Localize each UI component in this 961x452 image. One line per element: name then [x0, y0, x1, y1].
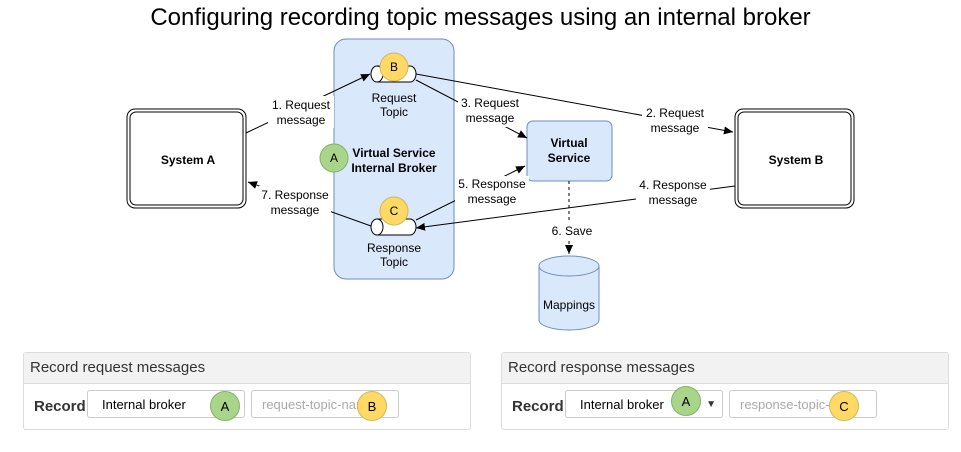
svg-text:message: message	[651, 121, 700, 135]
record-response-panel: Record response messages Record Internal…	[501, 352, 949, 430]
svg-text:message: message	[468, 192, 517, 206]
virtual-service-node: Virtual Service	[526, 120, 613, 182]
svg-text:3. Request: 3. Request	[461, 96, 520, 110]
request-broker-value: Internal broker	[102, 397, 186, 412]
svg-text:C: C	[390, 204, 399, 218]
svg-text:Mappings: Mappings	[543, 298, 595, 312]
svg-text:6. Save: 6. Save	[552, 224, 593, 238]
svg-text:B: B	[390, 60, 398, 74]
record-request-label: Record	[34, 398, 86, 415]
svg-text:Topic: Topic	[380, 105, 408, 119]
svg-text:2. Request: 2. Request	[646, 106, 705, 120]
marker-a-response-panel: A	[671, 386, 701, 416]
marker-a-request-panel: A	[210, 391, 240, 421]
marker-c-response-topic: C	[379, 196, 409, 226]
record-request-panel: Record request messages Record Internal …	[23, 352, 471, 430]
edge-4-response: 4. Response message	[415, 177, 736, 231]
flow-diagram: Virtual Service Internal Broker System A…	[126, 38, 855, 331]
record-response-heading: Record response messages	[502, 353, 948, 384]
marker-b-request-panel: B	[357, 391, 387, 421]
edge-5-response: 5. Response message	[415, 165, 529, 221]
svg-text:Topic: Topic	[380, 255, 408, 269]
svg-text:5. Response: 5. Response	[458, 177, 526, 191]
marker-b-request-topic: B	[379, 52, 409, 82]
svg-text:Response: Response	[367, 241, 421, 255]
system-a-label: System A	[161, 153, 216, 167]
broker-label: Virtual Service	[352, 146, 435, 160]
response-broker-value: Internal broker	[580, 397, 664, 412]
svg-text:4. Response: 4. Response	[639, 178, 707, 192]
marker-c-response-panel: C	[829, 391, 859, 421]
marker-a-broker: A	[319, 143, 349, 173]
svg-text:Virtual: Virtual	[550, 136, 587, 150]
edge-6-save: 6. Save	[549, 181, 595, 254]
edge-3-request: 3. Request message	[415, 79, 528, 139]
edge-2-request: 2. Request message	[415, 73, 734, 136]
page-title: Configuring recording topic messages usi…	[150, 4, 811, 31]
system-b-label: System B	[769, 153, 824, 167]
chevron-down-icon: ▼	[706, 399, 716, 410]
record-response-label: Record	[512, 398, 564, 415]
svg-text:7. Response: 7. Response	[261, 188, 329, 202]
mappings-database: Mappings	[538, 255, 600, 331]
system-b-node: System B	[734, 108, 855, 209]
svg-text:A: A	[330, 151, 338, 165]
system-a-node: System A	[126, 108, 247, 209]
record-request-heading: Record request messages	[24, 353, 470, 384]
request-topic-placeholder: request-topic-nam	[262, 397, 367, 412]
svg-text:1. Request: 1. Request	[272, 98, 331, 112]
svg-text:Service: Service	[548, 151, 591, 165]
broker-label-line2: Internal Broker	[351, 161, 437, 175]
edge-7-response: 7. Response message	[247, 181, 372, 227]
svg-text:Request: Request	[372, 91, 417, 105]
svg-text:message: message	[649, 193, 698, 207]
edge-1-request: 1. Request message	[245, 73, 371, 134]
svg-text:message: message	[466, 111, 515, 125]
response-topic-placeholder: response-topic-n	[740, 397, 837, 412]
svg-text:message: message	[271, 203, 320, 217]
svg-text:message: message	[277, 113, 326, 127]
